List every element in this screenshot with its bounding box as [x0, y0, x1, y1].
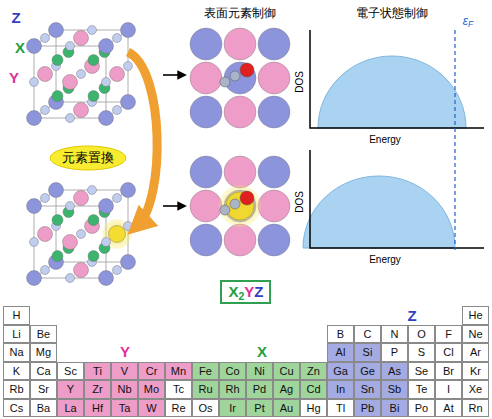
element-cell: Bi [381, 399, 408, 418]
element-cell: Nb [111, 380, 138, 399]
element-cell: Sr [30, 380, 57, 399]
crystal-structure [27, 23, 136, 286]
panel-heading: 電子状態制御 [356, 7, 428, 20]
element-cell: Tl [327, 399, 354, 418]
element-cell: S [408, 343, 435, 362]
element-cell: Cu [273, 362, 300, 381]
element-cell: Li [3, 325, 30, 344]
element-cell: W [138, 399, 165, 418]
element-cell: Fe [192, 362, 219, 381]
group-label: Y [120, 344, 130, 361]
element-cell: Ga [327, 362, 354, 381]
element-cell: Si [354, 343, 381, 362]
element-cell: Na [3, 343, 30, 362]
group-label: Z [407, 308, 416, 325]
element-cell: Se [408, 362, 435, 381]
element-cell: Hg [300, 399, 327, 418]
element-cell: Cr [138, 362, 165, 381]
element-cell: Mg [30, 343, 57, 362]
element-cell: Zr [84, 380, 111, 399]
element-cell: Pb [354, 399, 381, 418]
element-cell: P [381, 343, 408, 362]
element-cell: Co [219, 362, 246, 381]
element-cell: La [57, 399, 84, 418]
axis-label: Energy [369, 254, 401, 265]
group-label: X [257, 344, 267, 361]
element-cell: H [3, 306, 30, 325]
element-cell: Hf [84, 399, 111, 418]
axis-label: DOS [294, 71, 305, 93]
element-cell: Br [435, 362, 462, 381]
node-text: X2YZ [228, 283, 263, 302]
element-cell: Sb [381, 380, 408, 399]
element-cell: Tc [165, 380, 192, 399]
axis-label: DOS [294, 191, 305, 213]
element-cell: Po [408, 399, 435, 418]
formula-box: X2YZ [220, 280, 271, 304]
site-label: Y [9, 70, 19, 87]
element-cell: Mo [138, 380, 165, 399]
element-cell: Ar [462, 343, 489, 362]
site-label: Z [11, 10, 20, 27]
element-cell: Y [57, 380, 84, 399]
arrow [163, 74, 185, 76]
element-cell: Ta [111, 399, 138, 418]
element-cell: C [354, 325, 381, 344]
element-cell: Te [408, 380, 435, 399]
element-cell: As [381, 362, 408, 381]
element-cell: Rb [3, 380, 30, 399]
element-cell: Rh [219, 380, 246, 399]
element-cell: Ir [219, 399, 246, 418]
element-cell: Be [30, 325, 57, 344]
element-cell: Cs [3, 399, 30, 418]
element-cell: He [462, 306, 489, 325]
element-cell: Pd [246, 380, 273, 399]
element-cell: Sc [57, 362, 84, 381]
axis-label: Energy [369, 134, 401, 145]
element-cell: In [327, 380, 354, 399]
element-cell: F [435, 325, 462, 344]
element-cell: Mn [165, 362, 192, 381]
element-cell: At [435, 399, 462, 418]
element-cell: B [327, 325, 354, 344]
element-cell: Ni [246, 362, 273, 381]
element-cell: Ca [30, 362, 57, 381]
element-cell: Zn [300, 362, 327, 381]
element-cell: V [111, 362, 138, 381]
element-cell: Re [165, 399, 192, 418]
element-cell: Ba [30, 399, 57, 418]
element-cell: Os [192, 399, 219, 418]
site-label: X [15, 40, 25, 57]
element-cell: Xe [462, 380, 489, 399]
element-cell: Kr [462, 362, 489, 381]
element-cell: Ti [84, 362, 111, 381]
substitution-arrow [128, 52, 157, 225]
element-cell: Cl [435, 343, 462, 362]
panel-heading: 表面元素制御 [204, 7, 276, 20]
node-text: 元素置換 [62, 149, 114, 167]
element-cell: N [381, 325, 408, 344]
element-cell: Ru [192, 380, 219, 399]
element-cell: Sn [354, 380, 381, 399]
arrow [163, 205, 185, 207]
element-cell: Cd [300, 380, 327, 399]
fermi-label: εF [463, 15, 473, 29]
element-cell: Pt [246, 399, 273, 418]
element-cell: Rn [462, 399, 489, 418]
element-cell: Au [273, 399, 300, 418]
element-cell: Ne [462, 325, 489, 344]
dos-plot [303, 30, 484, 250]
element-cell: Ge [354, 362, 381, 381]
element-cell: Al [327, 343, 354, 362]
substitution-ellipse: 元素置換 [49, 145, 127, 171]
element-cell: O [408, 325, 435, 344]
element-cell: I [435, 380, 462, 399]
surface-view [190, 28, 290, 256]
element-cell: Ag [273, 380, 300, 399]
element-cell: K [3, 362, 30, 381]
